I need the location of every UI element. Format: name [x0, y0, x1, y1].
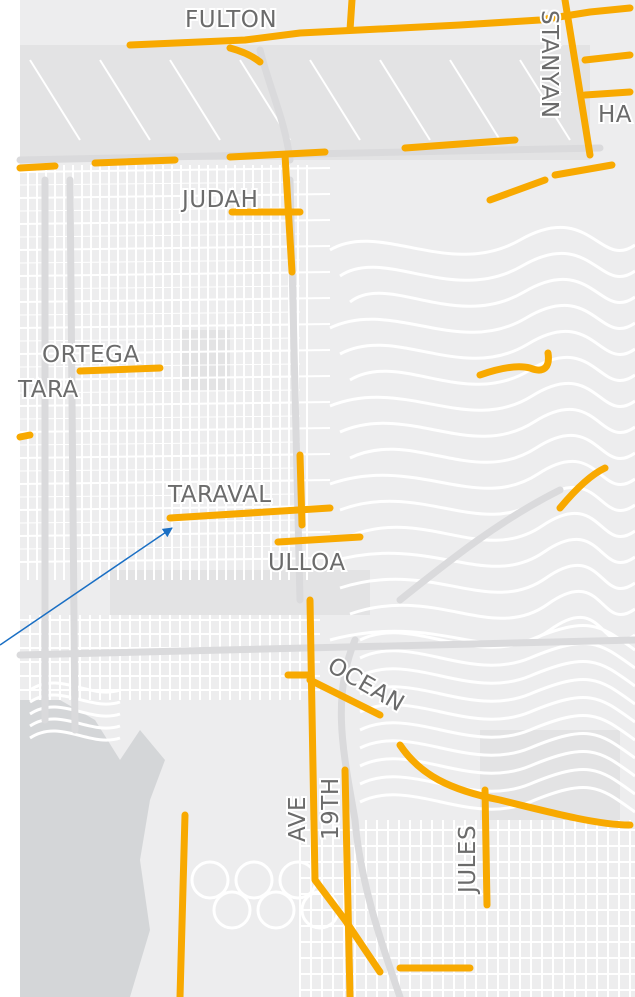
label-ulloa: ULLOA [268, 550, 346, 576]
label-ortega: ORTEGA [42, 342, 140, 368]
lake [20, 700, 165, 997]
label-jules: JULES [455, 825, 481, 895]
street-grid [19, 59, 635, 997]
label-stanyan: STANYAN [536, 10, 562, 119]
label-judah: JUDAH [180, 187, 258, 213]
label-tara: TARA [17, 377, 79, 403]
label-19th: 19TH [318, 777, 344, 840]
callout-arrow [0, 527, 173, 646]
highlighted-routes [16, 0, 634, 997]
label-taraval: TARAVAL [167, 482, 272, 508]
label-ha: HA [598, 102, 632, 128]
label-ave: AVE [285, 796, 311, 842]
label-fulton: FULTON [185, 7, 277, 33]
